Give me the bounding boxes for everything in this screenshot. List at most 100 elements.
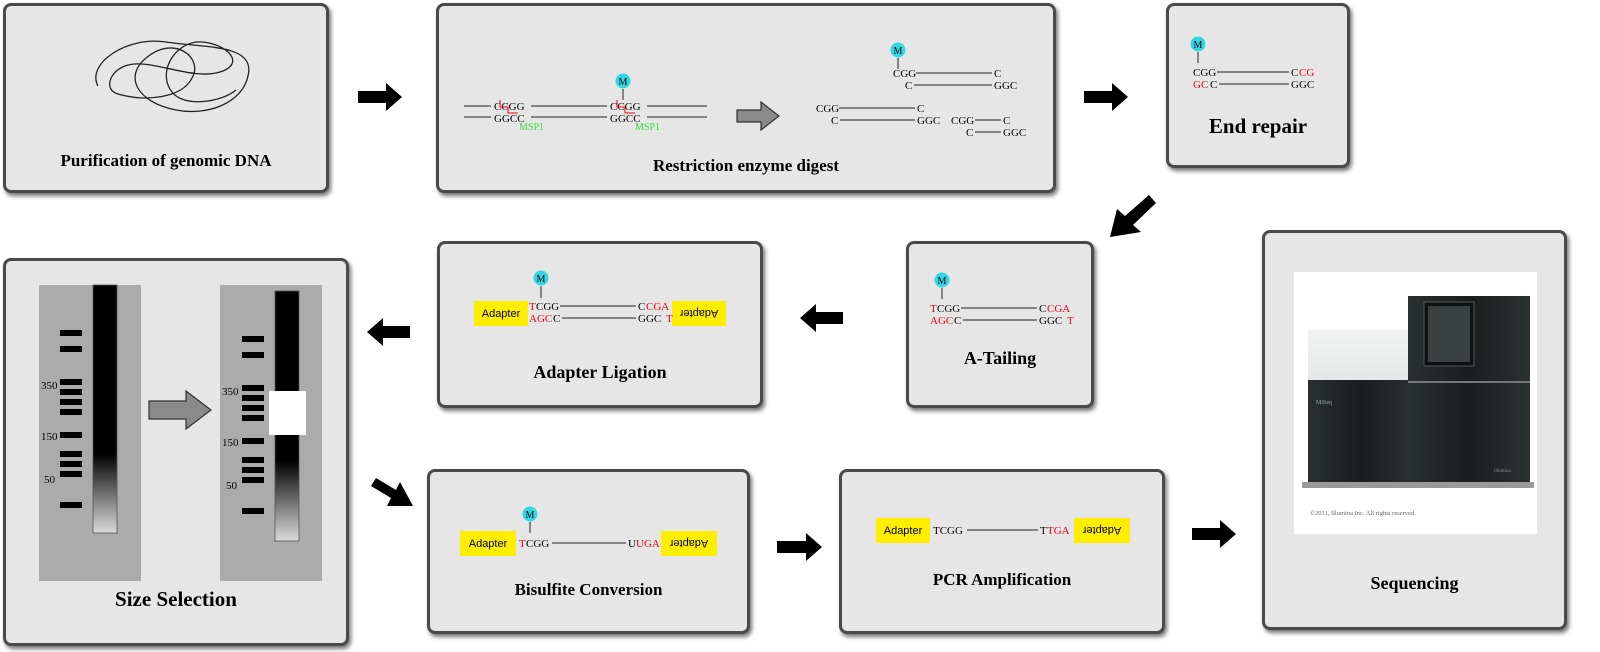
adapter-ligation-title: Adapter Ligation (533, 362, 667, 382)
panel-adapter-ligation: Adapter Adapter M T CGG C CGA AGC C GGC … (437, 241, 763, 408)
svg-text:M: M (1194, 40, 1203, 51)
gel-left-lane (92, 284, 118, 534)
methyl-mark-2 (890, 42, 906, 58)
svg-text:C: C (905, 80, 912, 92)
svg-text:T: T (930, 303, 937, 315)
panel-bisulfite: Adapter Adapter M T CGG U UGA Bisulfite … (427, 469, 750, 634)
msp1-label-2: MSP1 (635, 122, 660, 133)
svg-text:CGG: CGG (816, 103, 839, 115)
svg-text:CGG: CGG (526, 538, 549, 550)
adapter-ligation-diagram: Adapter Adapter M T CGG C CGA AGC C GGC … (474, 270, 726, 326)
svg-text:M: M (537, 274, 546, 285)
svg-text:T: T (529, 301, 536, 313)
svg-text:AGC: AGC (529, 313, 552, 325)
svg-text:M: M (938, 276, 947, 287)
size-selection-diagram: 350 150 50 350 150 50 (39, 284, 322, 581)
adapter-left-pcr (876, 518, 930, 543)
svg-text:50: 50 (44, 474, 56, 486)
svg-text:CG: CG (1299, 67, 1314, 79)
svg-text:C: C (831, 115, 838, 127)
svg-text:C: C (1210, 79, 1217, 91)
svg-text:C: C (553, 313, 560, 325)
svg-text:M: M (619, 77, 628, 88)
msp1-label-1: MSP1 (519, 122, 544, 133)
svg-text:C: C (954, 315, 961, 327)
svg-text:T: T (1040, 525, 1047, 537)
svg-text:M: M (894, 46, 903, 57)
svg-text:TGA: TGA (1047, 525, 1070, 537)
svg-text:Adapter: Adapter (884, 525, 923, 537)
panel-a-tailing: M T CGG C CGA AGC C GGC T A-Tailing (906, 241, 1094, 408)
purification-title: Purification of genomic DNA (60, 151, 272, 170)
ladder-right (242, 336, 264, 514)
svg-text:illumina: illumina (1494, 469, 1511, 474)
site2-bottom: GGCC (610, 113, 641, 125)
svg-text:C: C (994, 68, 1001, 80)
panel-pcr: Adapter TCGG T TGA Adapter PCR Amplifica… (839, 469, 1165, 634)
svg-text:M: M (526, 510, 535, 521)
svg-text:C: C (917, 103, 924, 115)
methyl-mark-5 (533, 270, 549, 286)
svg-text:150: 150 (222, 437, 239, 449)
genomic-dna-tangle (95, 40, 250, 113)
svg-text:CGG: CGG (893, 68, 916, 80)
svg-text:T: T (1067, 315, 1074, 327)
arrow-2 (1084, 83, 1128, 111)
svg-text:T: T (519, 538, 526, 550)
panel-purification: Purification of genomic DNA (3, 3, 329, 193)
svg-text:GC: GC (1193, 79, 1208, 91)
sequencer-photo: MiSeq illumina ©2011, Illumina Inc. All … (1294, 272, 1537, 534)
panel-sequencing: MiSeq illumina ©2011, Illumina Inc. All … (1262, 230, 1567, 630)
svg-text:350: 350 (41, 380, 58, 392)
svg-text:AGC: AGC (930, 315, 953, 327)
svg-text:Adapter: Adapter (482, 308, 521, 320)
adapter-right-bs (661, 531, 717, 556)
size-select-arrow (148, 389, 212, 431)
end-repair-title: End repair (1208, 114, 1308, 138)
sequencer-image: MiSeq illumina ©2011, Illumina Inc. All … (1302, 296, 1534, 517)
svg-text:UGA: UGA (636, 538, 660, 550)
svg-text:GGC: GGC (1039, 315, 1062, 327)
svg-text:GGC: GGC (638, 313, 661, 325)
arrow-8 (1192, 520, 1236, 548)
svg-text:C: C (966, 127, 973, 139)
restriction-diagram: CCGG GGCC CCGG GGCC MSP1 MSP1 M M CGG C … (464, 42, 1026, 139)
panel-restriction: CCGG GGCC CCGG GGCC MSP1 MSP1 M M CGG C … (436, 3, 1056, 193)
svg-text:CGG: CGG (937, 303, 960, 315)
svg-text:CGG: CGG (951, 115, 974, 127)
copyright-caption: ©2011, Illumina Inc. All rights reserved… (1310, 510, 1416, 517)
digest-arrow (736, 100, 780, 132)
sequencing-title: Sequencing (1370, 573, 1459, 593)
svg-text:350: 350 (222, 386, 239, 398)
bisulfite-title: Bisulfite Conversion (514, 580, 663, 599)
svg-text:TCGG: TCGG (933, 525, 963, 537)
arrow-7 (777, 533, 822, 561)
adapter-left (474, 301, 528, 326)
svg-text:GGC: GGC (994, 80, 1017, 92)
restriction-title: Restriction enzyme digest (652, 156, 839, 175)
arrow-1 (358, 83, 402, 111)
svg-text:CGG: CGG (536, 301, 559, 313)
svg-text:U: U (628, 538, 636, 550)
svg-text:GGC: GGC (1003, 127, 1026, 139)
panel-end-repair: M CGG C CG GC C GGC End repair (1166, 3, 1350, 168)
svg-text:C: C (638, 301, 645, 313)
bisulfite-diagram: Adapter Adapter M T CGG U UGA (460, 506, 717, 556)
methyl-mark-1 (615, 73, 631, 89)
svg-text:C: C (1291, 67, 1298, 79)
end-repair-diagram: M CGG C CG GC C GGC (1190, 36, 1314, 91)
adapter-left-bs (460, 531, 516, 556)
pcr-diagram: Adapter TCGG T TGA Adapter (876, 518, 1130, 543)
panel-size-selection: 350 150 50 350 150 50 Size Selection (3, 258, 349, 646)
svg-text:CGG: CGG (1193, 67, 1216, 79)
svg-text:GGC: GGC (917, 115, 940, 127)
svg-text:C: C (1003, 115, 1010, 127)
svg-text:C: C (1039, 303, 1046, 315)
svg-text:CGA: CGA (1047, 303, 1070, 315)
site1-bottom: GGCC (494, 113, 525, 125)
a-tailing-diagram: M T CGG C CGA AGC C GGC T (930, 272, 1074, 327)
adapter-right-pcr (1074, 518, 1130, 543)
arrow-3 (1110, 195, 1156, 237)
svg-text:GGC: GGC (1291, 79, 1314, 91)
svg-text:150: 150 (41, 431, 58, 443)
